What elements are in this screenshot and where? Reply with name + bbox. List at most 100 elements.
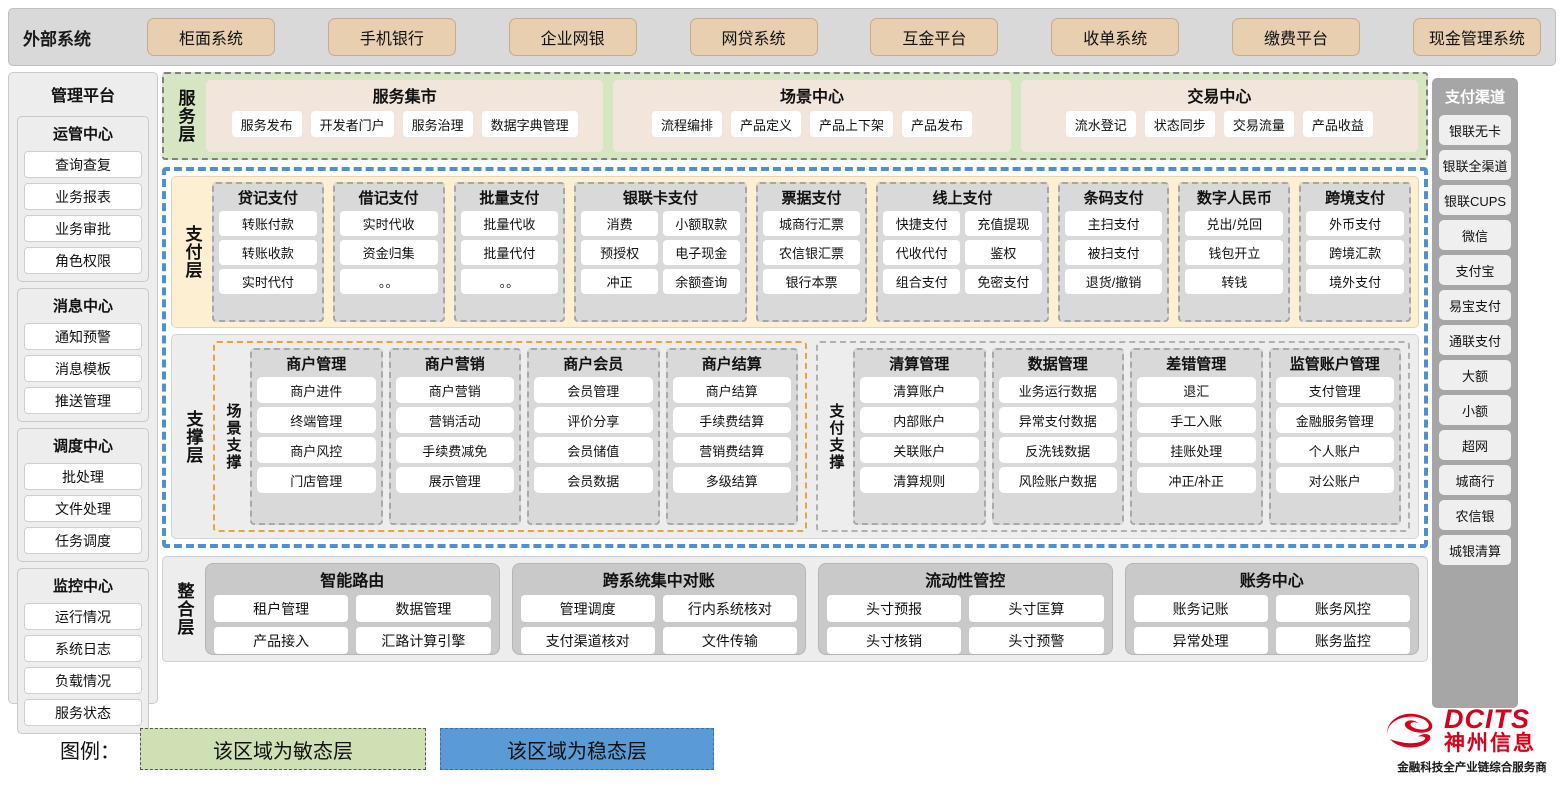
integration-item[interactable]: 头寸核销 — [827, 627, 962, 654]
support-item[interactable]: 评价分享 — [534, 407, 653, 433]
service-item[interactable]: 服务发布 — [231, 111, 302, 137]
admin-item[interactable]: 通知预警 — [24, 323, 142, 350]
admin-item[interactable]: 角色权限 — [24, 247, 142, 274]
payment-channel-item[interactable]: 易宝支付 — [1439, 290, 1511, 320]
external-system-chip[interactable]: 网贷系统 — [689, 18, 818, 56]
support-item[interactable]: 支付管理 — [1275, 377, 1394, 403]
support-item[interactable]: 冲正/补正 — [1137, 467, 1256, 493]
integration-item[interactable]: 账务监控 — [1275, 627, 1410, 654]
external-system-chip[interactable]: 手机银行 — [327, 18, 456, 56]
payment-channel-item[interactable]: 城商行 — [1439, 465, 1511, 495]
external-system-chip[interactable]: 企业网银 — [508, 18, 637, 56]
integration-item[interactable]: 管理调度 — [520, 595, 655, 622]
payment-item[interactable]: 实时代付 — [219, 269, 317, 294]
payment-item[interactable]: 。。 — [339, 269, 438, 294]
payment-item[interactable]: 快捷支付 — [883, 211, 961, 236]
payment-item[interactable]: 预授权 — [581, 240, 658, 265]
support-item[interactable]: 清算账户 — [860, 377, 979, 403]
admin-item[interactable]: 推送管理 — [24, 387, 142, 414]
payment-item[interactable]: 外币支付 — [1306, 211, 1404, 236]
integration-item[interactable]: 头寸预警 — [969, 627, 1104, 654]
support-item[interactable]: 反洗钱数据 — [998, 437, 1117, 463]
support-item[interactable]: 展示管理 — [395, 467, 514, 493]
payment-item[interactable]: 冲正 — [581, 269, 658, 294]
admin-item[interactable]: 文件处理 — [24, 495, 142, 522]
payment-channel-item[interactable]: 城银清算 — [1439, 535, 1511, 565]
payment-item[interactable]: 代收代付 — [883, 240, 961, 265]
payment-item[interactable]: 充值提现 — [965, 211, 1042, 236]
support-item[interactable]: 商户营销 — [395, 377, 514, 403]
support-item[interactable]: 多级结算 — [672, 467, 791, 493]
service-item[interactable]: 产品上下架 — [809, 111, 893, 137]
payment-channel-item[interactable]: 微信 — [1439, 220, 1511, 250]
admin-item[interactable]: 查询查复 — [24, 151, 142, 178]
payment-item[interactable]: 批量代收 — [460, 211, 559, 236]
payment-item[interactable]: 境外支付 — [1306, 269, 1404, 294]
support-item[interactable]: 会员管理 — [534, 377, 653, 403]
payment-item[interactable]: 跨境汇款 — [1306, 240, 1404, 265]
payment-item[interactable]: 退货/撤销 — [1064, 269, 1163, 294]
integration-item[interactable]: 账务记账 — [1133, 595, 1268, 622]
payment-item[interactable]: 钱包开立 — [1185, 240, 1284, 265]
support-item[interactable]: 对公账户 — [1275, 467, 1394, 493]
support-item[interactable]: 终端管理 — [257, 407, 376, 433]
support-item[interactable]: 风险账户数据 — [998, 467, 1117, 493]
support-item[interactable]: 关联账户 — [860, 437, 979, 463]
service-item[interactable]: 服务治理 — [402, 111, 473, 137]
integration-item[interactable]: 异常处理 — [1133, 627, 1268, 654]
support-item[interactable]: 商户结算 — [672, 377, 791, 403]
payment-item[interactable]: 农信银汇票 — [762, 240, 861, 265]
service-item[interactable]: 流水登记 — [1065, 111, 1136, 137]
payment-channel-item[interactable]: 银联全渠道 — [1439, 150, 1511, 180]
payment-item[interactable]: 城商行汇票 — [762, 211, 861, 236]
support-item[interactable]: 内部账户 — [860, 407, 979, 433]
integration-item[interactable]: 文件传输 — [662, 627, 797, 654]
support-item[interactable]: 营销活动 — [395, 407, 514, 433]
payment-channel-item[interactable]: 小额 — [1439, 395, 1511, 425]
admin-item[interactable]: 运行情况 — [24, 603, 142, 630]
support-item[interactable]: 清算规则 — [860, 467, 979, 493]
support-item[interactable]: 金融服务管理 — [1275, 407, 1394, 433]
payment-item[interactable]: 余额查询 — [662, 269, 740, 294]
service-item[interactable]: 流程编排 — [651, 111, 722, 137]
payment-item[interactable]: 转钱 — [1185, 269, 1284, 294]
external-system-chip[interactable]: 收单系统 — [1051, 18, 1180, 56]
integration-item[interactable]: 汇路计算引擎 — [356, 627, 491, 654]
payment-item[interactable]: 实时代收 — [339, 211, 438, 236]
admin-item[interactable]: 服务状态 — [24, 699, 142, 726]
admin-item[interactable]: 消息模板 — [24, 355, 142, 382]
integration-item[interactable]: 账务风控 — [1275, 595, 1410, 622]
service-item[interactable]: 产品发布 — [902, 111, 973, 137]
payment-item[interactable]: 。。 — [460, 269, 559, 294]
payment-item[interactable]: 兑出/兑回 — [1185, 211, 1284, 236]
payment-channel-item[interactable]: 通联支付 — [1439, 325, 1511, 355]
payment-item[interactable]: 转账收款 — [219, 240, 317, 265]
integration-item[interactable]: 头寸预报 — [827, 595, 962, 622]
integration-item[interactable]: 产品接入 — [214, 627, 349, 654]
external-system-chip[interactable]: 缴费平台 — [1232, 18, 1361, 56]
integration-item[interactable]: 支付渠道核对 — [520, 627, 655, 654]
support-item[interactable]: 会员数据 — [534, 467, 653, 493]
support-item[interactable]: 商户进件 — [257, 377, 376, 403]
admin-item[interactable]: 业务审批 — [24, 215, 142, 242]
service-item[interactable]: 状态同步 — [1144, 111, 1215, 137]
payment-item[interactable]: 小额取款 — [662, 211, 740, 236]
admin-item[interactable]: 负载情况 — [24, 667, 142, 694]
support-item[interactable]: 营销费结算 — [672, 437, 791, 463]
support-item[interactable]: 商户风控 — [257, 437, 376, 463]
payment-item[interactable]: 资金归集 — [339, 240, 438, 265]
payment-item[interactable]: 被扫支付 — [1064, 240, 1163, 265]
payment-item[interactable]: 转账付款 — [219, 211, 317, 236]
service-item[interactable]: 数据字典管理 — [481, 111, 578, 137]
support-item[interactable]: 个人账户 — [1275, 437, 1394, 463]
payment-item[interactable]: 组合支付 — [883, 269, 961, 294]
admin-item[interactable]: 业务报表 — [24, 183, 142, 210]
service-item[interactable]: 产品收益 — [1302, 111, 1373, 137]
admin-item[interactable]: 批处理 — [24, 463, 142, 490]
external-system-chip[interactable]: 互金平台 — [870, 18, 999, 56]
support-item[interactable]: 手工入账 — [1137, 407, 1256, 433]
service-item[interactable]: 产品定义 — [730, 111, 801, 137]
support-item[interactable]: 会员储值 — [534, 437, 653, 463]
external-system-chip[interactable]: 柜面系统 — [147, 18, 275, 56]
admin-item[interactable]: 系统日志 — [24, 635, 142, 662]
